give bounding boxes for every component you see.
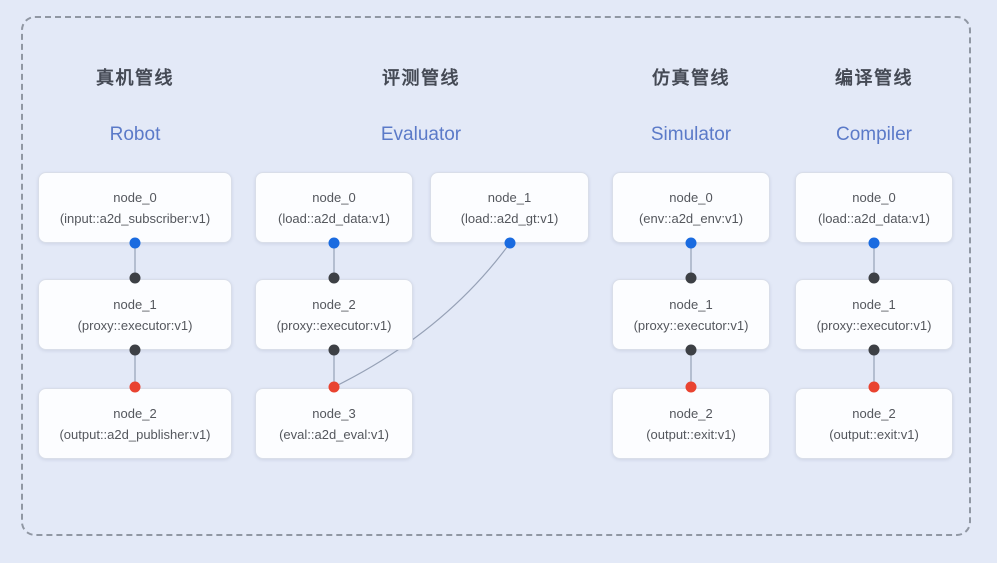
pipeline-title-en-compiler: Compiler — [835, 124, 913, 145]
node-type: (proxy::executor:v1) — [633, 317, 749, 333]
simulator-node-1-card: node_1 (proxy::executor:v1) — [612, 279, 770, 350]
robot-node-1-card: node_1 (proxy::executor:v1) — [38, 279, 232, 350]
pipeline-title-en-robot: Robot — [109, 124, 161, 145]
robot-node-0-card: node_0 (input::a2d_subscriber:v1) — [38, 172, 232, 243]
node-name: node_1 — [852, 296, 896, 312]
node-name: node_1 — [487, 189, 532, 205]
pipeline-title-zh-evaluator: 评测管线 — [382, 68, 460, 88]
node-type: (eval::a2d_eval:v1) — [279, 426, 389, 442]
node-type: (output::exit:v1) — [646, 426, 736, 442]
simulator-node-2-card: node_2 (output::exit:v1) — [612, 388, 770, 459]
node-type: (input::a2d_subscriber:v1) — [59, 210, 211, 226]
node-name: node_0 — [113, 189, 157, 205]
compiler-node-0-card: node_0 (load::a2d_data:v1) — [795, 172, 953, 243]
node-name: node_2 — [669, 405, 713, 421]
node-type: (load::a2d_gt:v1) — [460, 210, 559, 226]
node-name: node_0 — [312, 189, 356, 205]
node-type: (env::a2d_env:v1) — [638, 210, 744, 226]
node-type: (output::exit:v1) — [829, 426, 919, 442]
compiler-node-2-card: node_2 (output::exit:v1) — [795, 388, 953, 459]
evaluator-node-1-card: node_1 (load::a2d_gt:v1) — [430, 172, 589, 243]
node-name: node_2 — [113, 405, 157, 421]
evaluator-node-3-card: node_3 (eval::a2d_eval:v1) — [255, 388, 413, 459]
node-name: node_0 — [852, 189, 896, 205]
node-name: node_2 — [852, 405, 896, 421]
pipeline-title-en-evaluator: Evaluator — [380, 124, 462, 145]
pipeline-title-zh-robot: 真机管线 — [96, 68, 174, 88]
pipelines-dashed-panel — [21, 16, 971, 536]
node-type: (output::a2d_publisher:v1) — [59, 426, 211, 442]
pipeline-title-zh-compiler: 编译管线 — [835, 68, 913, 88]
pipeline-title-zh-simulator: 仿真管线 — [652, 68, 730, 88]
node-name: node_1 — [669, 296, 713, 312]
evaluator-node-0-card: node_0 (load::a2d_data:v1) — [255, 172, 413, 243]
node-type: (proxy::executor:v1) — [276, 317, 392, 333]
node-type: (proxy::executor:v1) — [77, 317, 193, 333]
node-name: node_1 — [113, 296, 157, 312]
evaluator-node-2-card: node_2 (proxy::executor:v1) — [255, 279, 413, 350]
robot-node-2-card: node_2 (output::a2d_publisher:v1) — [38, 388, 232, 459]
pipeline-title-en-simulator: Simulator — [650, 124, 732, 145]
simulator-node-0-card: node_0 (env::a2d_env:v1) — [612, 172, 770, 243]
node-type: (proxy::executor:v1) — [816, 317, 932, 333]
node-type: (load::a2d_data:v1) — [817, 210, 931, 226]
node-name: node_2 — [312, 296, 356, 312]
node-name: node_0 — [669, 189, 713, 205]
node-name: node_3 — [312, 405, 356, 421]
compiler-node-1-card: node_1 (proxy::executor:v1) — [795, 279, 953, 350]
node-type: (load::a2d_data:v1) — [277, 210, 391, 226]
